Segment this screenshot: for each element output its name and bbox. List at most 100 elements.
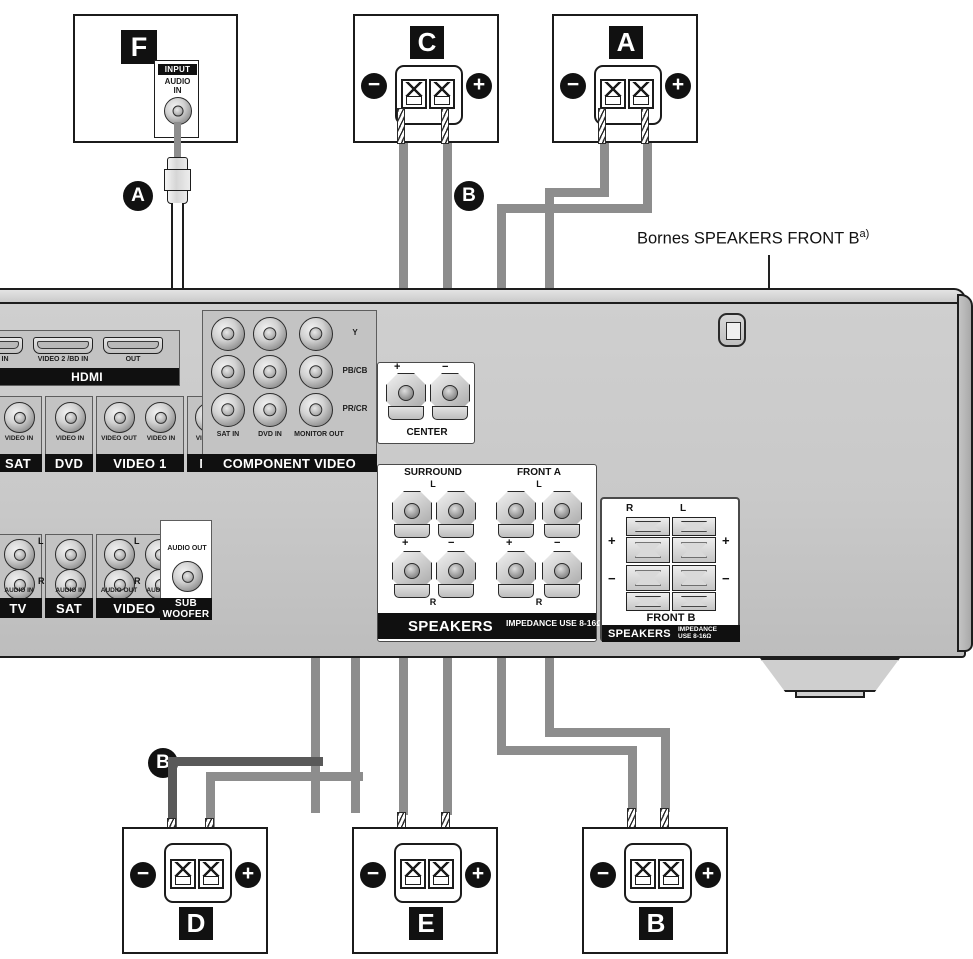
fronta-l-terminal-minus[interactable] (542, 491, 582, 538)
terminal-clip-plus[interactable] (658, 859, 684, 889)
audio-group-tv: AUDIO IN (0, 534, 42, 600)
front-b-post-l-minus[interactable] (672, 565, 716, 591)
dvd-video-in-label: VIDEO IN (55, 435, 85, 442)
surround-l-terminal-minus[interactable] (436, 491, 476, 538)
speaker-box-e-plus: + (465, 862, 491, 888)
center-terminal-plus[interactable] (386, 373, 426, 420)
speakers-group-label: SPEAKERS (378, 613, 596, 639)
hdmi-port-out[interactable] (103, 337, 163, 354)
terminal-clip-plus[interactable] (198, 859, 224, 889)
surround-l-terminal-plus[interactable] (392, 491, 432, 538)
video1-video-out-jack[interactable] (104, 402, 135, 433)
speaker-box-e-terminals[interactable] (394, 843, 462, 903)
video-group-video1-name: VIDEO 1 (96, 454, 184, 472)
video-group-video1: VIDEO OUT VIDEO IN (96, 396, 184, 456)
terminal-clip-minus[interactable] (170, 859, 196, 889)
wire-b-run1 (497, 746, 637, 755)
surround-r-terminal-minus[interactable] (436, 551, 476, 598)
audio-group-subwoofer-name-1: SUB (160, 598, 212, 609)
speaker-box-b[interactable]: − + B (582, 827, 728, 954)
hdmi-port-in[interactable] (0, 337, 23, 354)
speaker-box-a-terminals[interactable] (594, 65, 662, 125)
front-b-post-r-plus[interactable] (626, 537, 670, 563)
terminal-clip-minus[interactable] (630, 859, 656, 889)
terminal-clip-minus[interactable] (600, 79, 626, 109)
terminal-clip-plus[interactable] (429, 79, 455, 109)
fronta-r-terminal-minus[interactable] (542, 551, 582, 598)
video1-audio-out-label: AUDIO OUT (100, 587, 138, 594)
speaker-box-e-minus: − (360, 862, 386, 888)
front-b-impedance-line2: USE 8-16Ω (678, 633, 712, 640)
front-b-clip-r-plus[interactable] (626, 517, 670, 536)
speaker-box-d[interactable]: − + D (122, 827, 268, 954)
front-b-clip-l-minus[interactable] (672, 592, 716, 611)
front-b-plus-left: + (608, 533, 616, 548)
component-dvd-pb-jack[interactable] (253, 355, 287, 389)
in-label: IN (173, 86, 182, 95)
speaker-box-c-minus: − (361, 73, 387, 99)
video1-audio-out-r-jack[interactable] (104, 569, 135, 600)
terminal-clip-minus[interactable] (400, 859, 426, 889)
surround-channel-r: R (429, 597, 437, 607)
speaker-box-a[interactable]: A − + (552, 14, 698, 143)
component-dvd-y-jack[interactable] (253, 317, 287, 351)
sat-audio-in-l-jack[interactable] (55, 539, 86, 570)
center-minus-mark: − (442, 361, 449, 373)
hdmi-port-video2-bd-in[interactable] (33, 337, 93, 354)
tv-audio-in-r-jack[interactable] (4, 569, 35, 600)
video-group-dvd-name: DVD (45, 454, 93, 472)
wire-fronta-r1 (497, 575, 506, 755)
front-b-section-label: FRONT B (646, 612, 696, 624)
component-monitor-y-jack[interactable] (299, 317, 333, 351)
video1-video-in-jack[interactable] (145, 402, 176, 433)
audio-group-subwoofer: AUDIO OUT (160, 520, 212, 600)
hdmi-port-out-label: OUT (125, 356, 141, 363)
front-b-impedance-line1: IMPEDANCE (678, 626, 718, 633)
terminal-clip-minus[interactable] (401, 79, 427, 109)
fronta-section-label: FRONT A (516, 467, 562, 478)
video1-audio-out-l-jack[interactable] (104, 539, 135, 570)
component-sat-pr-jack[interactable] (211, 393, 245, 427)
speaker-box-c[interactable]: C − + (353, 14, 499, 143)
sat-audio-in-r-jack[interactable] (55, 569, 86, 600)
wire-strip-a2 (641, 108, 649, 144)
terminal-clip-plus[interactable] (428, 859, 454, 889)
front-b-post-l-plus[interactable] (672, 537, 716, 563)
speaker-box-c-terminals[interactable] (395, 65, 463, 125)
front-b-channel-l: L (680, 503, 687, 514)
terminal-clip-plus[interactable] (628, 79, 654, 109)
subwoofer-audio-out-label: AUDIO OUT (167, 545, 207, 552)
dvd-video-in-jack[interactable] (55, 402, 86, 433)
optical-jack[interactable] (718, 313, 746, 347)
subwoofer-audio-out-jack[interactable] (172, 561, 203, 592)
tv-audio-in-l-jack[interactable] (4, 539, 35, 570)
fronta-r-terminal-plus[interactable] (496, 551, 536, 598)
subwoofer-plug-body (164, 169, 191, 191)
component-monitor-pr-jack[interactable] (299, 393, 333, 427)
speaker-box-f[interactable]: F INPUT AUDIO IN (73, 14, 238, 143)
sat-video-in-jack[interactable] (4, 402, 35, 433)
wire-b-drop2 (661, 728, 670, 812)
hdmi-port-video2-label: VIDEO 2 /BD IN (37, 356, 89, 363)
subwoofer-input-jack[interactable] (164, 97, 192, 125)
center-terminal-minus[interactable] (430, 373, 470, 420)
speaker-box-d-terminals[interactable] (164, 843, 232, 903)
surround-r-terminal-plus[interactable] (392, 551, 432, 598)
component-dvd-pr-jack[interactable] (253, 393, 287, 427)
front-b-clip-l-plus[interactable] (672, 517, 716, 536)
speaker-box-b-terminals[interactable] (624, 843, 692, 903)
speaker-box-c-label: C (410, 26, 444, 59)
surround-minus-mark: − (448, 537, 455, 549)
tv-audio-in-label: AUDIO IN (4, 587, 34, 594)
component-sat-y-jack[interactable] (211, 317, 245, 351)
front-b-clip-r-minus[interactable] (626, 592, 670, 611)
front-b-post-r-minus[interactable] (626, 565, 670, 591)
component-monitor-pb-jack[interactable] (299, 355, 333, 389)
component-video-group-label: COMPONENT VIDEO (202, 454, 377, 472)
component-sat-pb-jack[interactable] (211, 355, 245, 389)
component-video-panel: Y PB/CB PR/CR SAT IN DVD IN MONITOR OUT (202, 310, 377, 456)
marker-b-top: B (454, 181, 484, 211)
wire-d-run1 (168, 757, 323, 766)
fronta-l-terminal-plus[interactable] (496, 491, 536, 538)
speaker-box-e[interactable]: − + E (352, 827, 498, 954)
